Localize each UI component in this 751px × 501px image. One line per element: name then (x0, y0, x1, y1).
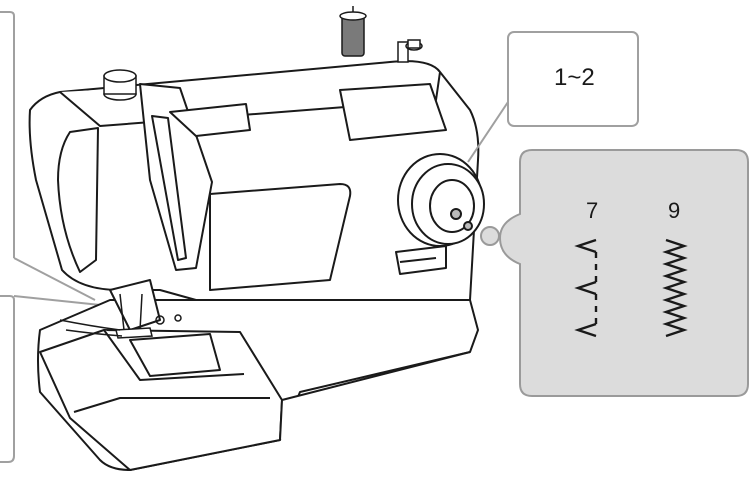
left-callout-frame-top (0, 11, 96, 301)
stitch-selector-dial (397, 153, 485, 247)
dial-setting-callout-box (507, 31, 639, 127)
machine-body (28, 60, 480, 471)
tension-dial (103, 69, 137, 101)
stitch-number-7: 7 (586, 198, 599, 223)
dial-setting-label: 1~2 (554, 64, 595, 91)
left-callout-frame-bottom (0, 295, 111, 463)
thread-spool (339, 6, 367, 57)
presser-foot (59, 293, 182, 339)
dial-leader-line (467, 95, 513, 163)
blind-hem-stitch-symbol (574, 238, 598, 338)
stitch-pattern-panel (480, 149, 749, 397)
bobbin-winder (397, 39, 423, 63)
stitch-number-9: 9 (668, 198, 681, 223)
elastic-zigzag-stitch-symbol (662, 238, 688, 338)
